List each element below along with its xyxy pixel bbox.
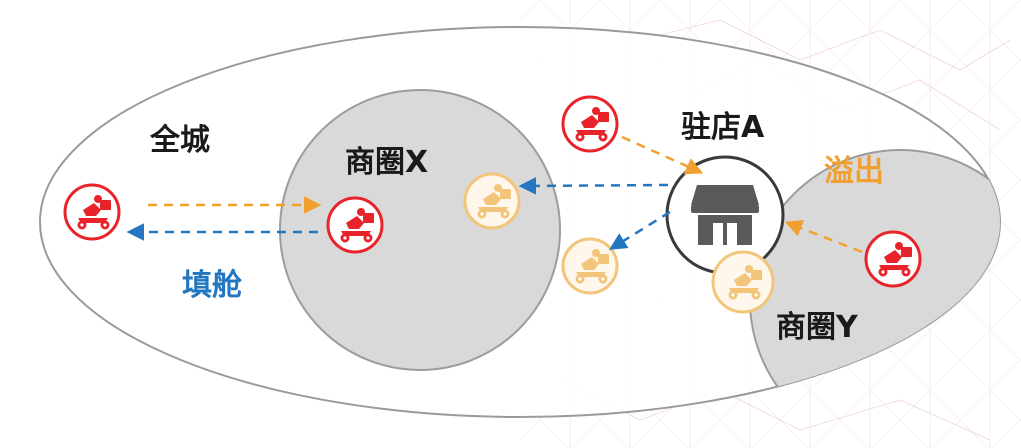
red-rider-left bbox=[63, 183, 121, 241]
store-a-label: 驻店A bbox=[681, 110, 765, 145]
faded-rider-1 bbox=[463, 172, 521, 230]
city-label: 全城 bbox=[149, 123, 210, 158]
storefront-icon bbox=[691, 185, 759, 245]
fill-label: 填舱 bbox=[182, 268, 243, 303]
zone-x-label: 商圈X bbox=[345, 145, 428, 180]
red-rider-top bbox=[561, 95, 619, 153]
zone-x-circle bbox=[279, 89, 561, 371]
arrow-zone-y-to-store bbox=[784, 219, 863, 254]
zone-y-label: 商圈Y bbox=[776, 310, 859, 345]
arrow-store-to-faded-1 bbox=[518, 177, 669, 195]
faded-rider-2 bbox=[561, 237, 619, 295]
red-rider-zone-x bbox=[326, 196, 384, 254]
arrow-top-rider-to-store bbox=[621, 135, 704, 175]
faded-rider-3 bbox=[711, 250, 775, 314]
overflow-label: 溢出 bbox=[824, 154, 884, 189]
red-rider-zone-y bbox=[864, 230, 922, 288]
arrow-store-to-faded-2 bbox=[609, 210, 671, 250]
arrows bbox=[126, 135, 863, 254]
store-a bbox=[665, 155, 785, 275]
